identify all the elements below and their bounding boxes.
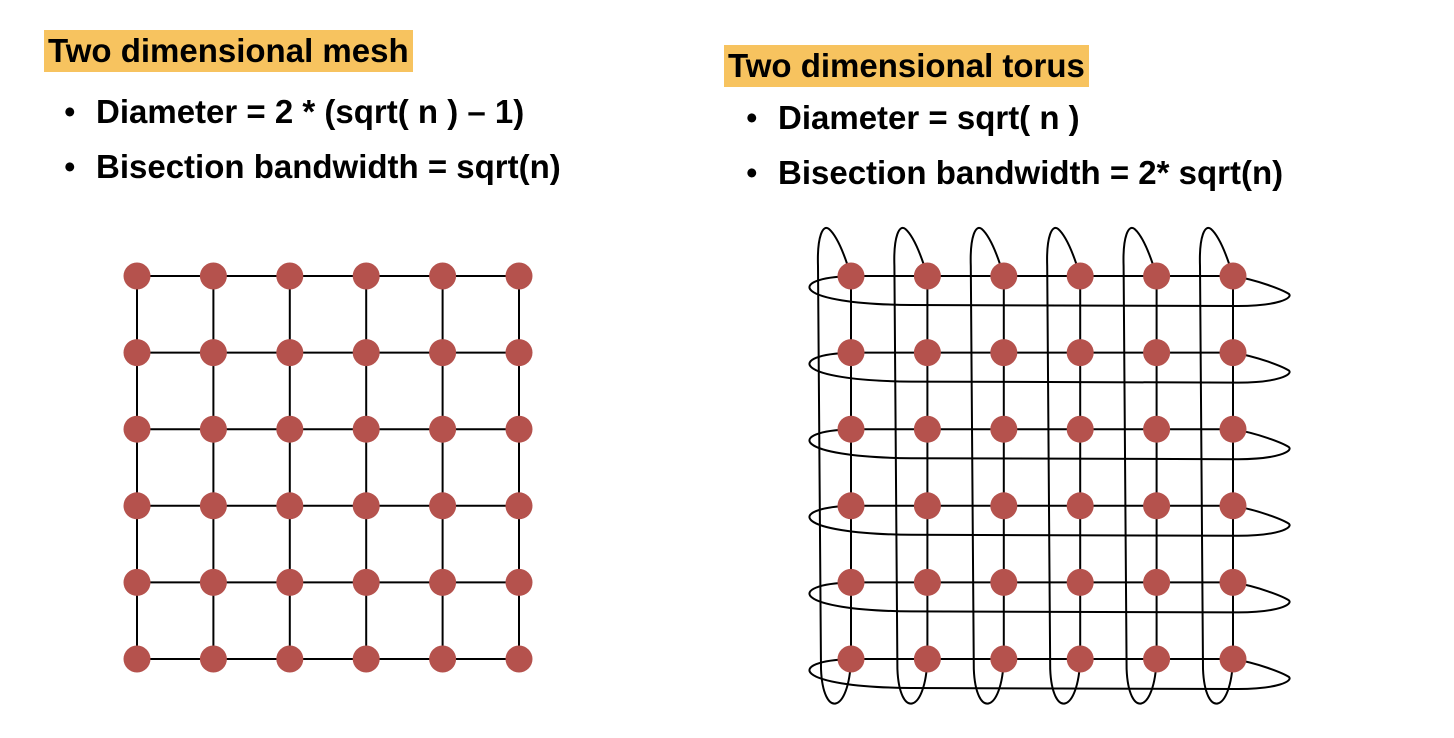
mesh-node xyxy=(429,415,457,443)
torus-node xyxy=(990,262,1018,290)
mesh-node xyxy=(199,645,227,673)
torus-row-wrap-link xyxy=(808,658,1291,691)
torus-node xyxy=(1066,568,1094,596)
torus-node xyxy=(1219,645,1247,673)
torus-graph xyxy=(808,226,1291,705)
torus-node xyxy=(1219,339,1247,367)
mesh-node xyxy=(352,568,380,596)
torus-node xyxy=(837,262,865,290)
mesh-node xyxy=(276,645,304,673)
mesh-node xyxy=(505,415,533,443)
mesh-node xyxy=(276,492,304,520)
torus-node xyxy=(990,415,1018,443)
torus-node xyxy=(913,339,941,367)
mesh-node xyxy=(352,645,380,673)
mesh-node xyxy=(352,492,380,520)
torus-title: Two dimensional torus xyxy=(724,45,1089,87)
mesh-node xyxy=(276,262,304,290)
mesh-node xyxy=(123,645,151,673)
mesh-bisection-bandwidth: Bisection bandwidth = sqrt(n) xyxy=(64,139,561,194)
torus-node xyxy=(1219,492,1247,520)
mesh-node xyxy=(123,492,151,520)
torus-properties: Diameter = sqrt( n ) Bisection bandwidth… xyxy=(746,90,1283,200)
torus-node xyxy=(837,415,865,443)
torus-node xyxy=(1066,415,1094,443)
mesh-node xyxy=(505,339,533,367)
torus-node xyxy=(1143,645,1171,673)
torus-row-wrap-link xyxy=(808,428,1291,461)
torus-node xyxy=(1143,262,1171,290)
torus-node xyxy=(1066,339,1094,367)
torus-column-wrap-link xyxy=(816,226,852,705)
torus-column-wrap-link xyxy=(1122,226,1158,705)
torus-row-wrap-link xyxy=(808,275,1291,308)
torus-node xyxy=(837,339,865,367)
mesh-graph xyxy=(123,262,533,673)
torus-node xyxy=(990,492,1018,520)
mesh-node xyxy=(123,339,151,367)
mesh-node xyxy=(199,262,227,290)
mesh-node xyxy=(429,492,457,520)
torus-diameter: Diameter = sqrt( n ) xyxy=(746,90,1283,145)
torus-bisection-bandwidth: Bisection bandwidth = 2* sqrt(n) xyxy=(746,145,1283,200)
mesh-node xyxy=(199,568,227,596)
mesh-node xyxy=(505,645,533,673)
mesh-node xyxy=(123,568,151,596)
torus-column-wrap-link xyxy=(969,226,1005,705)
torus-column-wrap-link xyxy=(1046,226,1082,705)
torus-node xyxy=(1219,568,1247,596)
torus-node xyxy=(1219,262,1247,290)
mesh-node xyxy=(352,339,380,367)
torus-row-wrap-link xyxy=(808,504,1291,537)
torus-node xyxy=(913,568,941,596)
torus-node xyxy=(1143,415,1171,443)
mesh-diameter: Diameter = 2 * (sqrt( n ) – 1) xyxy=(64,84,561,139)
torus-node xyxy=(1066,492,1094,520)
mesh-node xyxy=(429,339,457,367)
mesh-node xyxy=(123,415,151,443)
mesh-node xyxy=(276,415,304,443)
torus-column-wrap-link xyxy=(1198,226,1234,705)
mesh-node xyxy=(199,339,227,367)
mesh-title: Two dimensional mesh xyxy=(44,30,413,72)
mesh-node xyxy=(276,339,304,367)
torus-column-wrap-link xyxy=(893,226,929,705)
torus-node xyxy=(1143,339,1171,367)
mesh-node xyxy=(199,415,227,443)
torus-node xyxy=(1143,492,1171,520)
torus-node xyxy=(913,492,941,520)
torus-node xyxy=(913,645,941,673)
torus-row-wrap-link xyxy=(808,581,1291,614)
mesh-node xyxy=(276,568,304,596)
torus-node xyxy=(1066,262,1094,290)
torus-node xyxy=(913,415,941,443)
torus-node xyxy=(990,339,1018,367)
mesh-node xyxy=(352,262,380,290)
torus-node xyxy=(990,568,1018,596)
mesh-node xyxy=(199,492,227,520)
torus-node xyxy=(1066,645,1094,673)
torus-node xyxy=(837,492,865,520)
torus-node xyxy=(1219,415,1247,443)
torus-row-wrap-link xyxy=(808,351,1291,384)
mesh-node xyxy=(429,262,457,290)
mesh-node xyxy=(505,568,533,596)
mesh-node xyxy=(505,492,533,520)
mesh-node xyxy=(429,568,457,596)
torus-node xyxy=(913,262,941,290)
torus-node xyxy=(837,645,865,673)
mesh-node xyxy=(505,262,533,290)
torus-node xyxy=(837,568,865,596)
mesh-node xyxy=(352,415,380,443)
mesh-node xyxy=(429,645,457,673)
torus-node xyxy=(990,645,1018,673)
mesh-node xyxy=(123,262,151,290)
mesh-properties: Diameter = 2 * (sqrt( n ) – 1) Bisection… xyxy=(64,84,561,194)
torus-node xyxy=(1143,568,1171,596)
